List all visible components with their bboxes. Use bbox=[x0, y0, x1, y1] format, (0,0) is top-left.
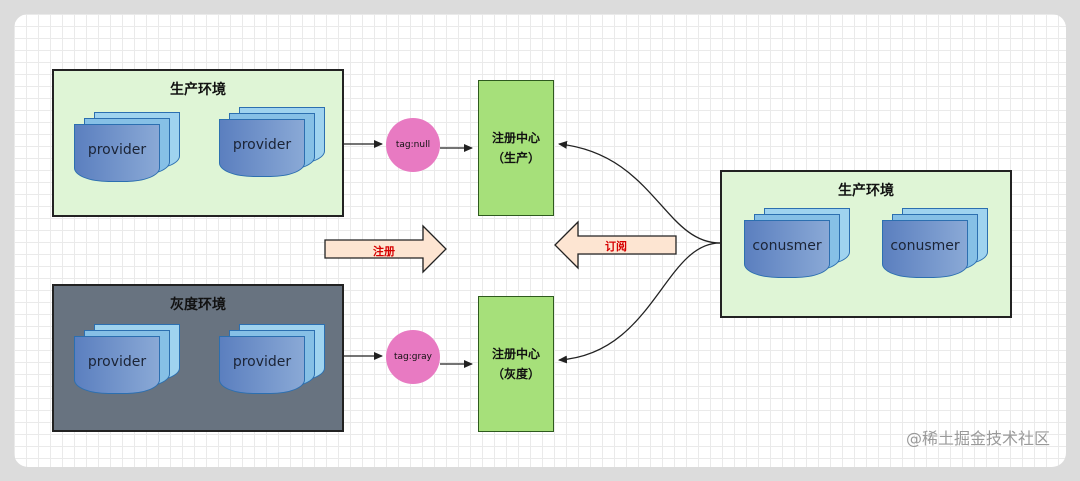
diagram-canvas: 注册 订阅 生产环境 provider provider 灰度环境 provid… bbox=[14, 14, 1066, 467]
provider-label: provider bbox=[232, 137, 292, 153]
provider-stack: provider bbox=[74, 324, 182, 404]
connector-lines bbox=[324, 140, 721, 368]
consumer-label: conusmer bbox=[890, 238, 960, 254]
gray-environment-title: 灰度环境 bbox=[170, 297, 226, 313]
prod-registry: 注册中心 （生产） bbox=[478, 80, 554, 216]
provider-stack: provider bbox=[219, 324, 327, 404]
tag-gray-node: tag:gray bbox=[386, 330, 440, 384]
provider-label: provider bbox=[232, 354, 292, 370]
provider-label: provider bbox=[87, 354, 147, 370]
consumer-environment: 生产环境 conusmer conusmer bbox=[720, 170, 1012, 318]
watermark-text: @稀土掘金技术社区 bbox=[905, 429, 1050, 448]
gray-registry-line1: 注册中心 bbox=[491, 347, 540, 361]
consumer-stack: conusmer bbox=[882, 208, 990, 288]
edge-consumer-to-gray-registry bbox=[558, 242, 721, 364]
prod-registry-line2: （生产） bbox=[491, 151, 540, 165]
gray-registry-line2: （灰度） bbox=[491, 367, 540, 381]
register-arrow bbox=[324, 224, 447, 274]
prod-registry-line1: 注册中心 bbox=[491, 131, 540, 145]
subscribe-label: 订阅 bbox=[605, 240, 627, 253]
consumer-stack: conusmer bbox=[744, 208, 852, 288]
prod-environment-title: 生产环境 bbox=[170, 82, 226, 98]
tag-null-node: tag:null bbox=[386, 118, 440, 172]
register-label: 注册 bbox=[373, 245, 395, 258]
edge-consumer-to-prod-registry bbox=[558, 140, 721, 244]
gray-environment: 灰度环境 provider provider bbox=[52, 284, 344, 432]
provider-stack: provider bbox=[219, 107, 327, 187]
provider-stack: provider bbox=[74, 112, 182, 192]
subscribe-arrow bbox=[554, 220, 677, 270]
provider-label: provider bbox=[87, 142, 147, 158]
prod-environment: 生产环境 provider provider bbox=[52, 69, 344, 217]
consumer-label: conusmer bbox=[752, 238, 822, 254]
consumer-environment-title: 生产环境 bbox=[838, 183, 894, 199]
gray-registry: 注册中心 （灰度） bbox=[478, 296, 554, 432]
